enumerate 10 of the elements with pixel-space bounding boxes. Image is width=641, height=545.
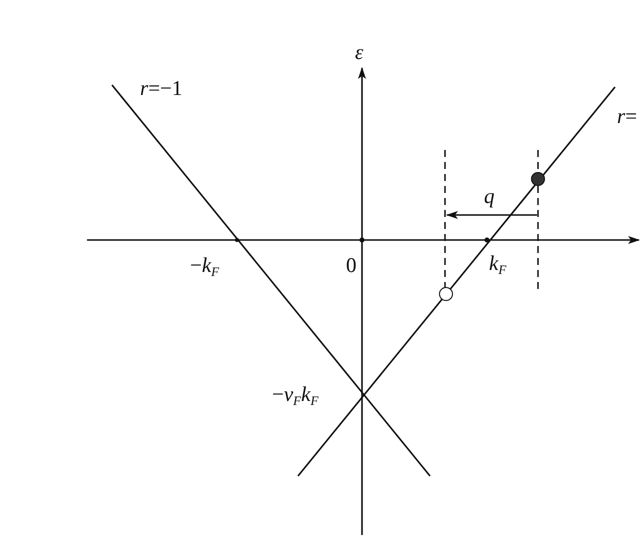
line-label: r=−1 — [140, 78, 182, 99]
tick-label: −k$_{F}$ — [190, 255, 220, 278]
tick-label: k$_{F}$ — [489, 253, 506, 276]
filled-circle — [531, 172, 545, 186]
tick-label: 0 — [346, 255, 356, 276]
axis-label: ε — [355, 42, 364, 63]
tick-label: −v$_{F}$k$_{F}$ — [272, 384, 318, 407]
arrow-label: q — [484, 186, 494, 207]
open-circle — [439, 287, 453, 301]
line-label: r= — [617, 106, 638, 127]
